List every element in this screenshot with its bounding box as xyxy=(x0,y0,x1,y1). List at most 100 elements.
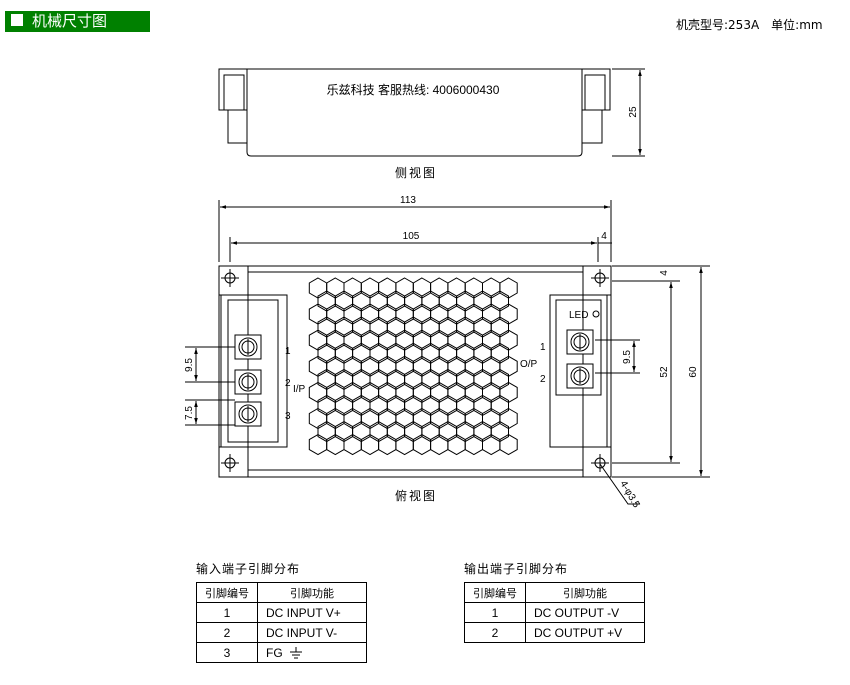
input-pin-1: 1 xyxy=(285,346,291,357)
mount-hole-icon xyxy=(591,269,609,287)
vent-hole xyxy=(421,368,440,390)
vent-hole xyxy=(412,407,432,430)
input-label: I/P xyxy=(293,384,306,395)
mount-hole-icon xyxy=(591,454,609,472)
pin-function: DC OUTPUT +V xyxy=(525,622,645,643)
dim-output-pitch: 9.5 xyxy=(622,350,633,364)
dim-hole-spacing: 105 xyxy=(403,231,420,242)
vent-hole xyxy=(386,421,406,443)
side-view xyxy=(218,68,645,157)
vent-hole xyxy=(352,316,371,338)
vent-hole xyxy=(343,277,362,299)
vent-hole xyxy=(499,277,518,299)
output-terminal-block xyxy=(549,294,608,448)
vent-hole xyxy=(360,277,380,299)
side-view-caption: 侧视图 xyxy=(395,165,437,180)
ground-icon xyxy=(290,646,303,658)
vent-hole xyxy=(473,290,492,312)
vent-hole xyxy=(386,368,406,390)
vent-hole xyxy=(369,368,388,390)
vent-hole xyxy=(421,316,440,338)
vent-hole xyxy=(326,303,345,325)
dim-input-pitch2: 7.5 xyxy=(184,406,195,420)
vent-hole xyxy=(438,368,458,390)
vent-hole xyxy=(421,421,440,443)
vent-hole xyxy=(456,342,475,364)
vent-hole xyxy=(334,290,354,312)
pin-function: DC OUTPUT -V xyxy=(525,602,645,623)
pin-number: 1 xyxy=(464,602,526,623)
vent-hole xyxy=(490,368,509,390)
vent-hole xyxy=(412,329,432,351)
vent-hole xyxy=(386,394,406,416)
vent-hole xyxy=(499,303,518,325)
vent-hole xyxy=(430,381,449,403)
dim-side-height: 25 xyxy=(628,106,639,118)
vent-hole xyxy=(369,421,388,443)
vent-hole xyxy=(404,342,423,364)
vent-hole xyxy=(326,355,345,377)
vent-hole xyxy=(473,368,492,390)
vent-hole xyxy=(334,421,354,443)
vent-hole xyxy=(482,434,501,456)
vent-hole xyxy=(334,394,354,416)
pin-function: DC INPUT V+ xyxy=(257,602,367,623)
vent-hole xyxy=(326,329,345,351)
led-label: LED xyxy=(569,310,588,321)
vent-hole xyxy=(447,303,466,325)
vent-hole xyxy=(499,355,518,377)
vent-hole xyxy=(317,290,336,312)
vent-hole xyxy=(334,316,354,338)
vent-hole xyxy=(482,277,501,299)
page-title: 机械尺寸图 xyxy=(32,12,108,30)
vent-hole xyxy=(308,434,328,456)
chassis xyxy=(247,265,584,478)
mounting-holes xyxy=(221,269,609,472)
vent-hole xyxy=(482,407,501,430)
vent-hole xyxy=(404,421,423,443)
vent-hole xyxy=(447,329,466,351)
input-table-title: 输入端子引脚分布 xyxy=(196,562,301,576)
mount-ear-bl xyxy=(218,446,249,478)
dim-hole-offset-y: 4 xyxy=(659,270,670,276)
pin-number: 3 xyxy=(196,642,258,663)
vent-hole xyxy=(499,407,518,430)
input-pin-table: 引脚编号 引脚功能 1 DC INPUT V+ 2 DC INPUT V- 3 … xyxy=(196,582,367,663)
vent-hole xyxy=(412,355,432,377)
vent-hole xyxy=(438,394,458,416)
vent-hole xyxy=(430,303,449,325)
vent-hole xyxy=(430,329,449,351)
terminal-screw-icon xyxy=(566,329,594,355)
vent-hole xyxy=(473,421,492,443)
vent-hole xyxy=(343,407,362,430)
vent-hole xyxy=(378,407,397,430)
vent-hole xyxy=(386,316,406,338)
side-left-bracket-inner xyxy=(223,74,245,111)
vent-hole xyxy=(430,355,449,377)
vent-hole xyxy=(421,290,440,312)
vent-hole xyxy=(447,434,466,456)
pin-number: 1 xyxy=(196,602,258,623)
led-indicator-icon xyxy=(592,310,600,318)
vent-hole xyxy=(404,290,423,312)
vent-hole xyxy=(421,394,440,416)
vent-hole xyxy=(352,290,371,312)
vent-hole xyxy=(447,355,466,377)
vent-hole xyxy=(369,316,388,338)
vent-hole xyxy=(499,381,518,403)
vent-hole xyxy=(438,342,458,364)
vent-hole xyxy=(430,434,449,456)
vent-hole xyxy=(317,368,336,390)
dim-overall-width: 113 xyxy=(400,195,416,206)
vent-hole xyxy=(360,355,380,377)
input-pin-2: 2 xyxy=(285,378,291,389)
vent-hole xyxy=(464,407,483,430)
vent-hole xyxy=(352,421,371,443)
vent-hole xyxy=(378,434,397,456)
vent-hole xyxy=(386,290,406,312)
side-right-foot xyxy=(582,110,603,144)
terminal-screw-icon xyxy=(234,334,262,360)
vent-hole xyxy=(473,342,492,364)
table-row: 2 DC OUTPUT +V xyxy=(464,622,645,643)
